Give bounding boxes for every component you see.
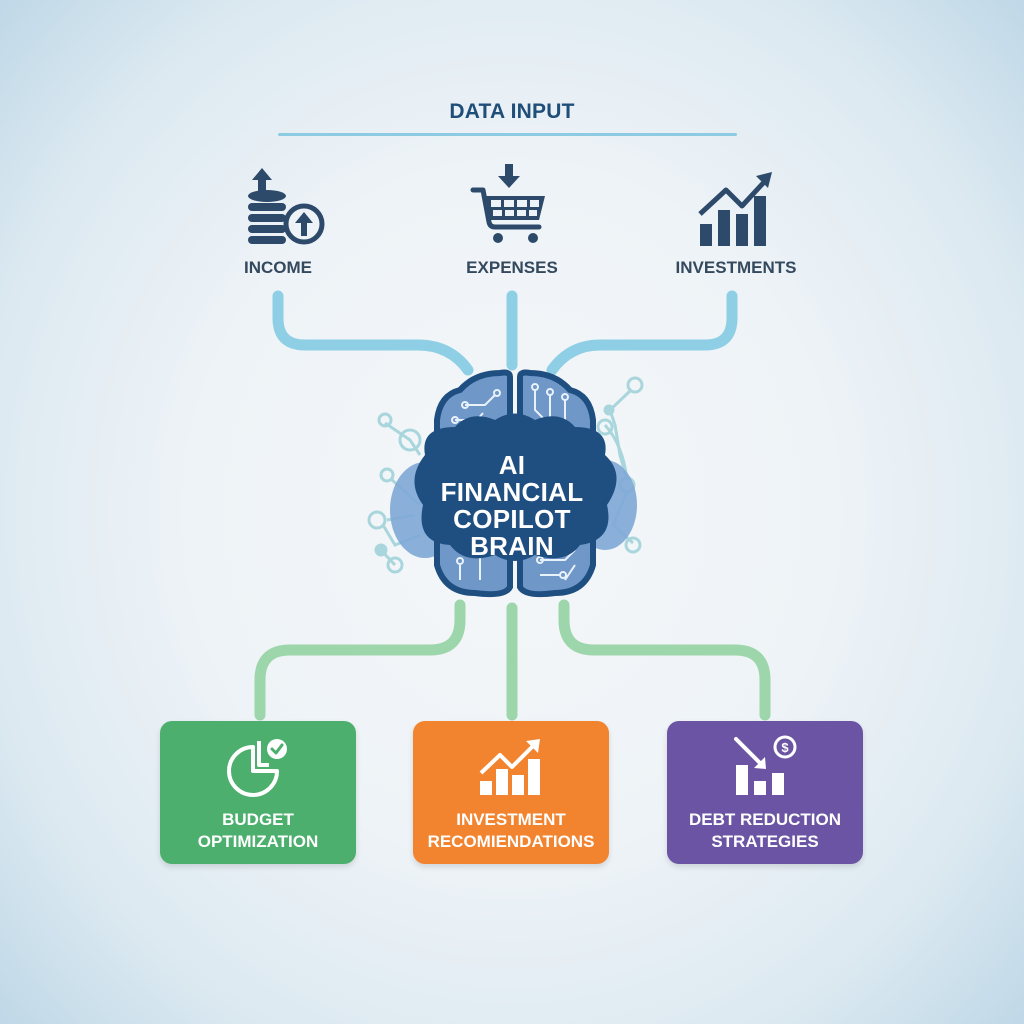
section-title-data-input: DATA INPUT — [449, 100, 575, 123]
card-investment-recommendations[interactable]: INVESTMENT RECOMIENDATIONS — [413, 721, 609, 864]
input-income: INCOME — [178, 168, 378, 278]
title-divider — [278, 133, 737, 136]
input-label-expenses: EXPENSES — [466, 258, 558, 277]
bar-chart-trend-up-icon — [636, 168, 836, 248]
connector-budget — [254, 599, 466, 721]
connector-income — [272, 290, 474, 376]
card-label-debt-line-1: DEBT REDUCTION — [688, 810, 842, 829]
shopping-cart-down-arrow-icon — [412, 164, 612, 248]
circuit-brain-icon — [367, 369, 644, 598]
card-label-investment-line-2: RECOMIENDATIONS — [427, 832, 595, 851]
input-label-investments: INVESTMENTS — [675, 258, 797, 277]
card-debt-reduction[interactable]: $ DEBT REDUCTION STRATEGIES — [667, 721, 863, 864]
svg-text:$: $ — [781, 740, 789, 755]
brain-label-line-3: COPILOT — [453, 504, 571, 534]
bar-chart-up-arrow-icon — [413, 735, 609, 797]
input-investments: INVESTMENTS — [636, 168, 836, 278]
card-label-budget-line-2: OPTIMIZATION — [197, 832, 319, 851]
brain-label-line-2: FINANCIAL — [440, 477, 584, 507]
input-label-income: INCOME — [244, 258, 312, 277]
card-label-investment-line-1: INVESTMENT — [456, 810, 566, 829]
brain-label-line-1: AI — [498, 450, 526, 480]
brain-label: AI FINANCIAL COPILOT BRAIN — [412, 452, 612, 560]
card-label-debt-line-2: STRATEGIES — [711, 832, 819, 851]
input-expenses: EXPENSES — [412, 164, 612, 278]
coins-stack-up-arrow-icon — [178, 168, 378, 248]
bar-chart-down-arrow-dollar-icon: $ — [667, 735, 863, 797]
connector-investments — [546, 290, 738, 376]
card-label-budget-line-1: BUDGET — [222, 810, 294, 829]
brain-label-line-4: BRAIN — [470, 531, 554, 561]
connector-debt — [558, 599, 771, 721]
pie-chart-check-icon — [160, 735, 356, 797]
card-budget-optimization[interactable]: BUDGET OPTIMIZATION — [160, 721, 356, 864]
